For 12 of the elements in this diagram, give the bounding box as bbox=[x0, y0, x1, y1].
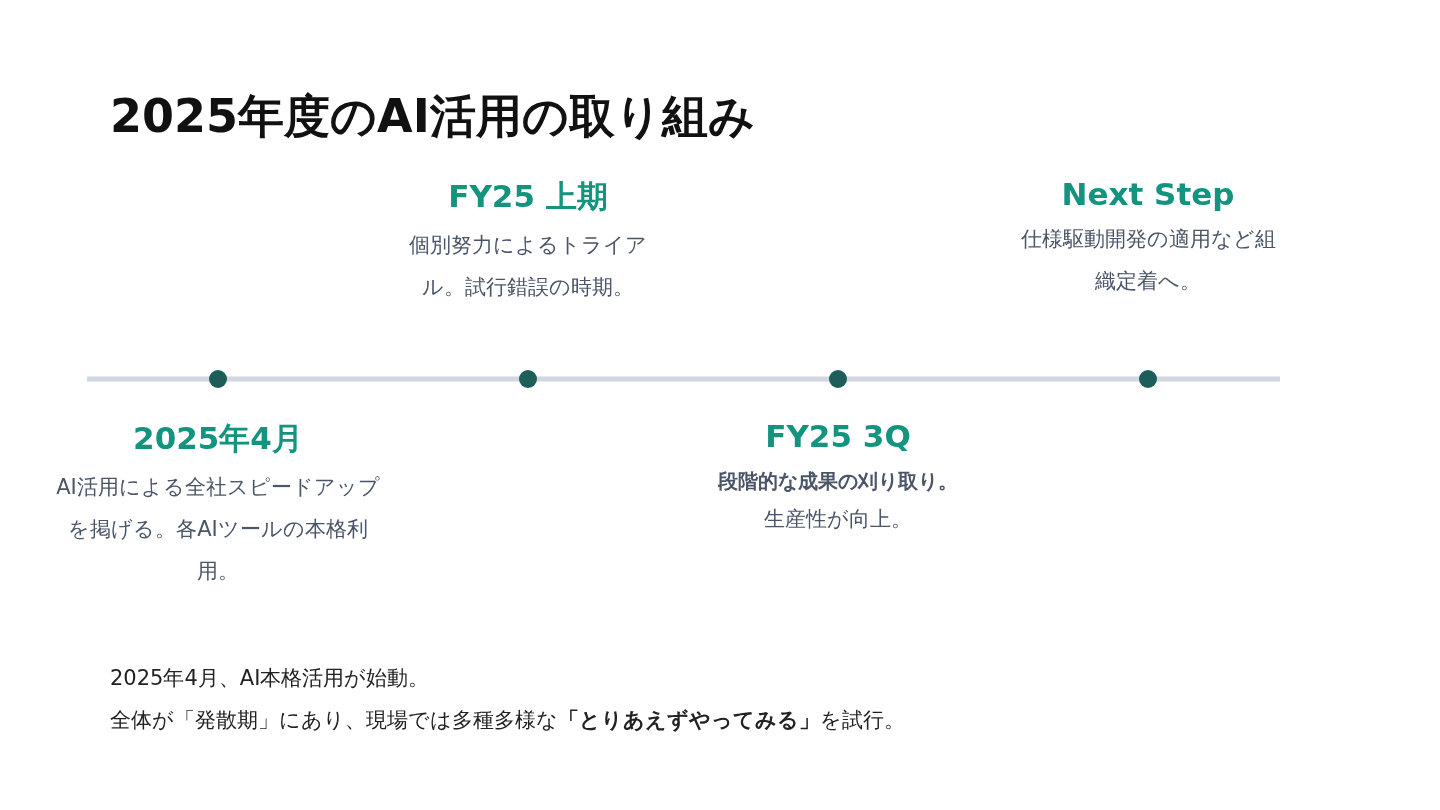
milestone-text: AI活用による全社スピードアップを掲げる。各AIツールの本格利用。 bbox=[55, 474, 381, 585]
milestone-text: 仕様駆動開発の適用など組織定着へ。 bbox=[1019, 226, 1277, 295]
milestone-text: 生産性が向上。 bbox=[763, 506, 913, 533]
milestone-heading: FY25 3Q bbox=[765, 418, 911, 454]
slide-title: 2025年度のAI活用の取り組み bbox=[110, 88, 755, 145]
milestone-heading: FY25 上期 bbox=[448, 177, 608, 216]
milestone-heading: Next Step bbox=[1061, 176, 1235, 212]
summary-text: 2025年4月、AI本格活用が始動。 bbox=[110, 665, 430, 692]
milestone-text: 段階的な成果の刈り取り。 bbox=[717, 468, 959, 495]
milestone-heading: 2025年4月 bbox=[133, 419, 303, 458]
summary-text: 全体が「発散期」にあり、現場では多種多様な「とりあえずやってみる」を試行。 bbox=[110, 707, 905, 734]
milestone-text: 個別努力によるトライアル。試行錯誤の時期。 bbox=[408, 232, 648, 301]
